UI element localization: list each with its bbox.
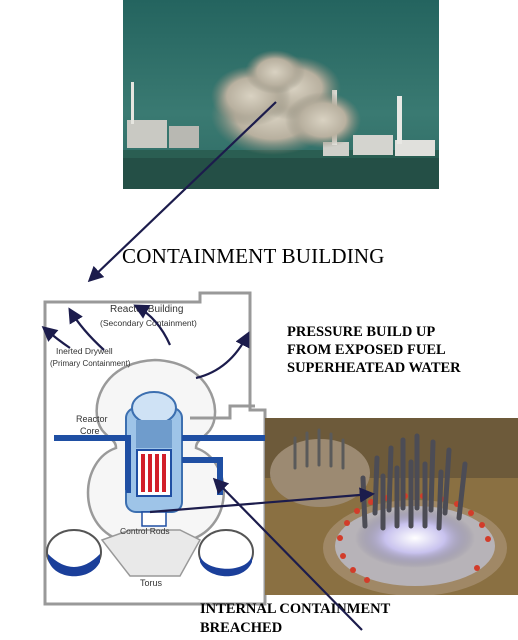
pressure-caption-line: PRESSURE BUILD UP: [287, 324, 436, 340]
breach-caption-line: BREACHED: [200, 620, 283, 636]
label-drywell: Inerted Drywell: [56, 346, 113, 356]
arrow-heat-1: [41, 325, 71, 349]
reactor-diagram: Reactor Building (Secondary Containment)…: [40, 290, 270, 610]
label-control-rods: Control Rods: [120, 526, 170, 536]
arrow-heat-3: [133, 304, 172, 346]
pressure-caption-line: FROM EXPOSED FUEL: [287, 342, 446, 358]
arrow-breach: [212, 477, 363, 631]
containment-building-heading: CONTAINMENT BUILDING: [122, 244, 385, 268]
arrow-heat-2: [68, 307, 105, 351]
arrow-heat-4: [195, 331, 250, 380]
reactor-core-photo: [265, 418, 518, 595]
label-secondary-containment: (Secondary Containment): [100, 318, 197, 328]
pressure-caption: PRESSURE BUILD UP FROM EXPOSED FUEL SUPE…: [287, 323, 515, 377]
reactor-building-outline: [43, 291, 267, 606]
label-core: Core: [80, 426, 100, 436]
label-primary-containment: (Primary Containment): [50, 359, 131, 368]
label-torus: Torus: [140, 578, 163, 588]
label-reactor: Reactor: [76, 414, 108, 424]
breach-caption: INTERNAL CONTAINMENT BREACHED: [200, 600, 460, 638]
arrow-plume-to-building: [87, 101, 277, 283]
pressure-caption-line: SUPERHEATEAD WATER: [287, 360, 461, 376]
arrow-core-link: [149, 487, 376, 514]
breach-caption-line: INTERNAL CONTAINMENT: [200, 601, 391, 617]
plant-explosion-photo: [123, 0, 439, 189]
